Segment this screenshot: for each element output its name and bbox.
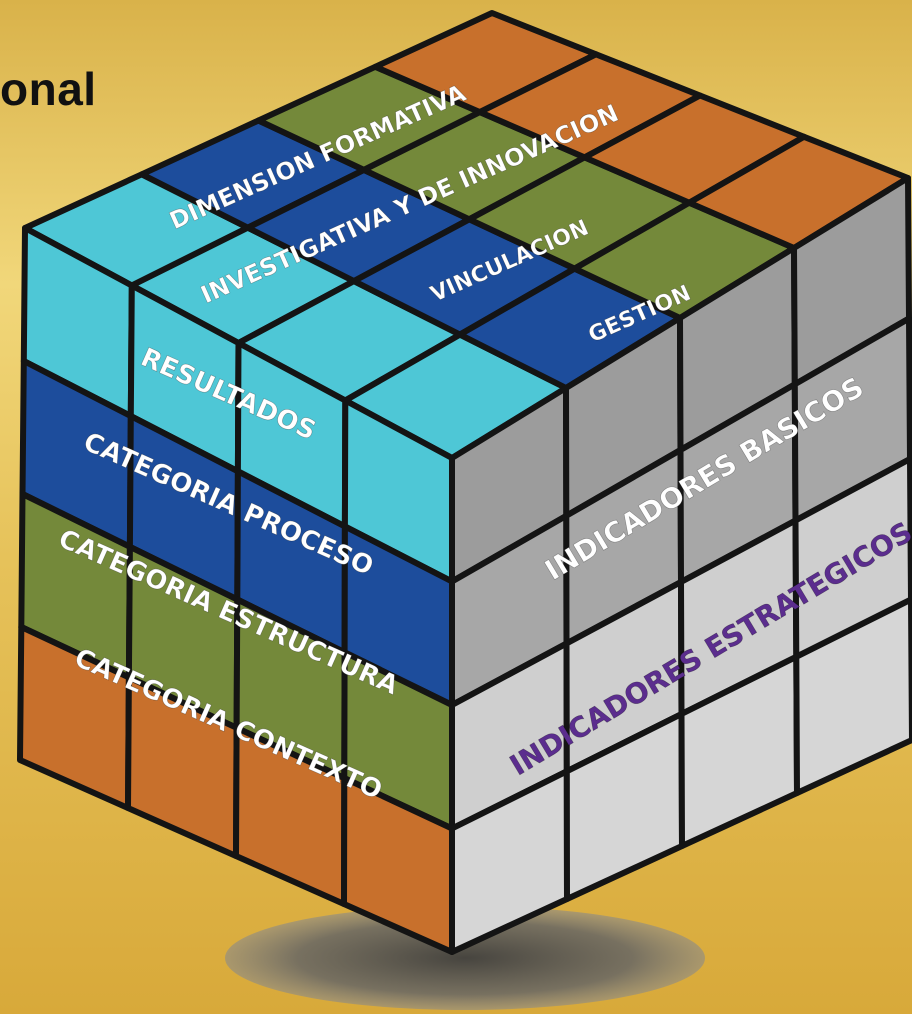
- heading-fragment: onal: [0, 63, 97, 115]
- cube-shadow: [225, 906, 705, 1010]
- right-face-cell-3-3: [793, 596, 912, 796]
